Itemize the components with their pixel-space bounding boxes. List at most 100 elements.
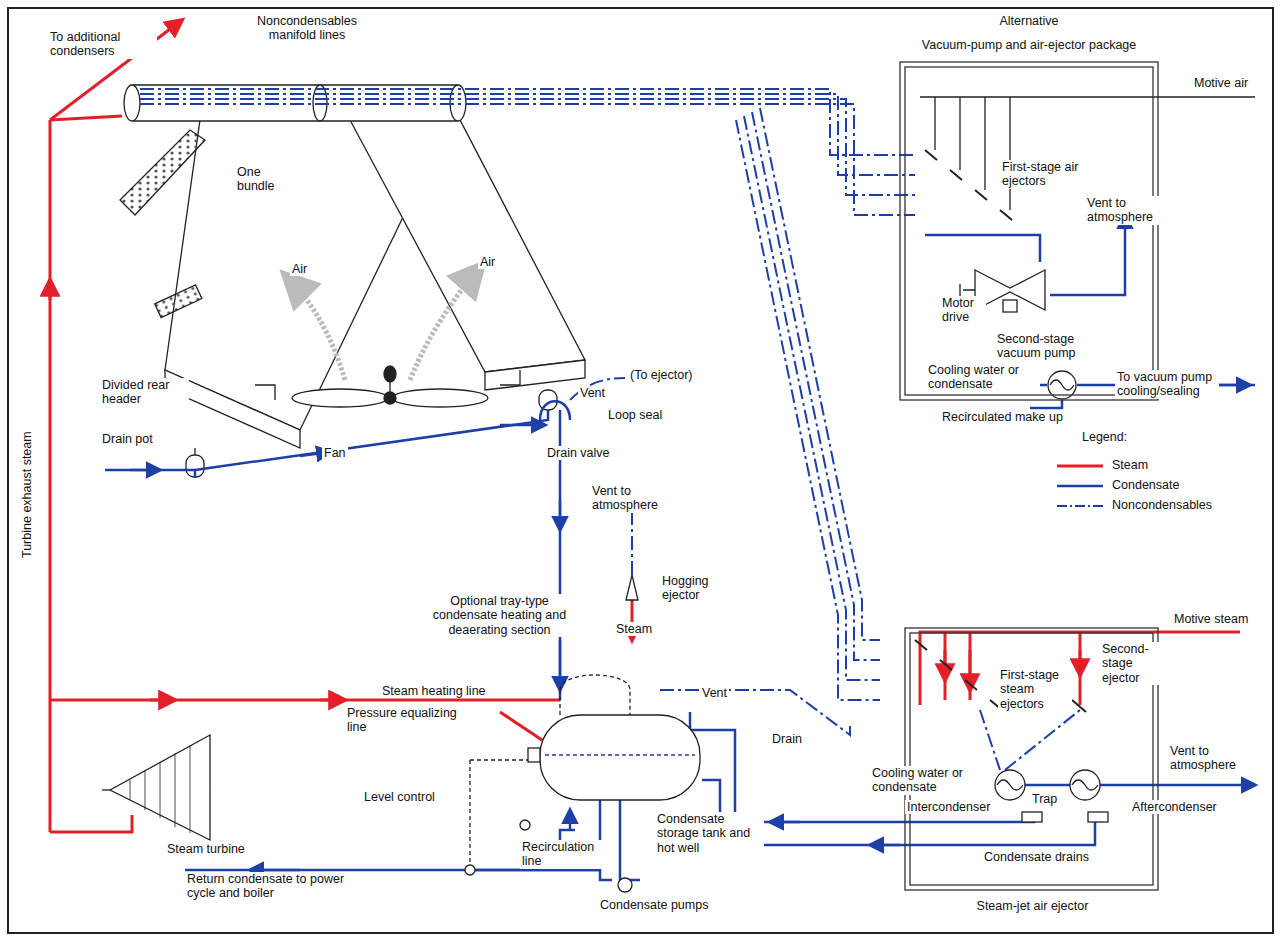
legend-sample: [1055, 460, 1105, 472]
callout-label: Air: [478, 255, 497, 269]
callout-label: First-stage air ejectors: [1000, 160, 1089, 189]
fan-part: [292, 389, 388, 407]
condensate-lines-part: [1100, 784, 1255, 787]
callout-label: Steam turbine: [165, 842, 247, 856]
steam-lines-part: [500, 712, 545, 742]
noncondensable-lines-part: [140, 99, 915, 195]
hotwell-tank-part: [618, 878, 632, 892]
callout-label: Level control: [362, 790, 437, 804]
noncondensable-lines-part: [760, 108, 880, 640]
noncondensable-lines-part: [752, 112, 880, 660]
condenser-bundles-part: [120, 130, 205, 215]
steam-lines-part: [320, 699, 345, 702]
callout-label: Optional tray-type condensate heating an…: [420, 594, 579, 637]
steam-lines-part: [50, 699, 560, 702]
vacuum-pump-part: [960, 284, 975, 296]
callout-label: Cooling water or condensate: [926, 363, 1040, 392]
heat-exchangers-part: [1070, 770, 1100, 800]
condenser-bundles-part: [539, 390, 557, 410]
callout-label: Motive steam: [1172, 612, 1250, 626]
steam-lines-part: [50, 116, 122, 120]
condensate-lines-part: [470, 800, 640, 880]
callout-label: Loop seal: [606, 408, 664, 422]
callout-label: One bundle: [235, 165, 299, 194]
callout-label: Second-stage vacuum pump: [995, 332, 1089, 361]
ejectors-part: [915, 640, 1086, 712]
hotwell-tank-part: [560, 675, 630, 715]
condensate-lines-part: [569, 810, 572, 830]
callout-label: Recirculation line: [520, 840, 604, 869]
callout-label: To vacuum pump cooling/sealing: [1115, 370, 1219, 399]
condensate-lines-part: [770, 821, 800, 824]
legend-line: [1057, 465, 1103, 468]
hotwell-tank-part: [545, 754, 695, 755]
callout-label: Steam: [614, 622, 654, 636]
package-frames-part: [900, 62, 1158, 400]
callout-label: Trap: [1030, 792, 1059, 806]
package-frames-part: [905, 67, 1153, 395]
hotwell-tank-part: [520, 820, 530, 830]
condensate-lines-part: [1050, 215, 1125, 295]
heat-exchangers-part: [1022, 812, 1042, 822]
heat-exchangers-part: [997, 780, 1023, 790]
condensate-lines-part: [925, 235, 1040, 262]
hotwell-tank-part: [540, 715, 700, 800]
condensate-lines-part: [690, 712, 1035, 822]
steam-turbine-part: [130, 745, 190, 833]
callout-label: Steam heating line: [380, 684, 488, 698]
heat-exchangers-part: [1050, 380, 1074, 390]
callout-label: Vent: [700, 686, 729, 700]
air-flow-arrows: [285, 265, 482, 380]
callout-label: Vent to atmosphere: [590, 484, 679, 513]
fan: [255, 366, 520, 407]
condensate-lines-part: [500, 424, 545, 427]
condenser-bundles-part: [350, 120, 585, 372]
hotwell-tank-part: [528, 748, 540, 762]
box-heading: Alternative: [996, 14, 1061, 28]
fan-part: [384, 366, 396, 382]
condensate-lines-part: [540, 401, 570, 420]
condensate-lines-part: [250, 869, 300, 872]
legend-text: Steam: [1110, 458, 1150, 472]
ejectors-part: [925, 150, 1012, 220]
callout-label: Legend:: [1080, 430, 1129, 444]
callout-label: Vent to atmosphere: [1085, 196, 1169, 225]
air-flow-arrows-part: [410, 265, 482, 380]
legend-text: Noncondensables: [1110, 498, 1214, 512]
callout-label: Motive air: [1192, 76, 1250, 90]
callout-label: Condensate pumps: [598, 898, 710, 912]
condensate-lines-part: [130, 469, 160, 472]
condenser-bundles: [120, 85, 585, 477]
steam-turbine: [102, 735, 210, 840]
steam-turbine-part: [102, 789, 110, 790]
callout-label: (To ejector): [628, 368, 695, 382]
condensate-lines-part: [559, 500, 562, 530]
condensate-lines-part: [559, 640, 562, 690]
condensate-lines-part: [870, 844, 900, 847]
callout-label: Hogging ejector: [660, 574, 726, 603]
callout-label: Second-stage ejector: [1100, 642, 1174, 685]
callout-label: Divided rear header: [100, 378, 189, 407]
callout-label: Recirculated make up: [940, 410, 1065, 424]
vacuum-pump-part: [1003, 300, 1017, 312]
noncondensable-lines-part: [140, 94, 915, 175]
steam-lines-part: [50, 815, 132, 832]
steam-lines-part: [49, 120, 52, 832]
heat-exchangers-part: [1088, 812, 1108, 822]
ejectors-part: [920, 97, 1255, 210]
hotwell-tank-part: [626, 575, 638, 600]
box-title: Steam-jet air ejector: [974, 899, 1092, 913]
noncondensable-lines: [140, 89, 1080, 770]
callout-label: Cooling water or condensate: [870, 766, 979, 795]
condensate-lines-part: [1025, 784, 1070, 787]
callout-label: Drain valve: [545, 446, 612, 460]
fan-part: [384, 392, 396, 404]
package-box: Steam-jet air ejector: [900, 620, 1165, 915]
steam-lines: [50, 20, 1240, 832]
callout-label: First-stage steam ejectors: [998, 668, 1072, 711]
steam-lines-part: [150, 699, 175, 702]
fan-part: [392, 389, 488, 407]
legend-line: [1057, 485, 1103, 488]
